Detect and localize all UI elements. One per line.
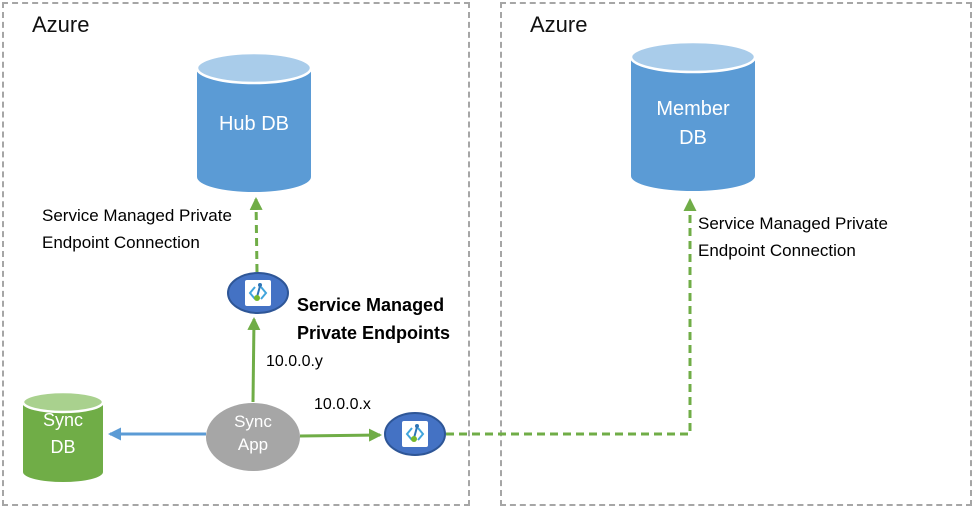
- sync-db-cylinder: [21, 390, 105, 482]
- hub-connection-label-line2: Endpoint Connection: [42, 233, 200, 252]
- arrow-syncapp-to-endpoint-x: [299, 428, 382, 442]
- icon-right-bracket: [417, 427, 425, 441]
- dashed-arrow-endpoint-to-hubdb: [249, 197, 263, 273]
- hub-db-cylinder: [195, 51, 313, 192]
- member-db-cylinder: [629, 40, 757, 191]
- sync-db-body: [23, 402, 103, 482]
- arrow-syncapp-to-endpoint-y: [247, 317, 261, 403]
- endpoints-title-line1: Service Managed: [297, 295, 445, 315]
- dashed-arrow-endpoint-to-memberdb: [446, 198, 697, 436]
- hub-db-body: [197, 68, 311, 192]
- sync-app-ellipse: [206, 403, 300, 471]
- azure-region-right: Azure: [500, 2, 972, 506]
- hub-db-top: [195, 51, 313, 85]
- icon-green-dot: [254, 295, 260, 301]
- member-db-label: Member DB: [631, 95, 755, 153]
- sync-db-top: [21, 390, 105, 414]
- region-title-right: Azure: [530, 12, 588, 37]
- member-db-label-line1: Member: [656, 98, 730, 120]
- hub-connection-label-line1: Service Managed Private: [42, 206, 232, 225]
- private-endpoint-x: [384, 412, 446, 456]
- member-db-top: [629, 40, 757, 74]
- member-connection-label-line2: Endpoint Connection: [698, 241, 856, 260]
- private-endpoint-icon: [248, 283, 268, 301]
- icon-right-bracket: [260, 286, 268, 300]
- private-endpoint-icon: [405, 424, 425, 442]
- sync-db-label-line2: DB: [50, 437, 76, 457]
- hub-db-label: Hub DB: [218, 113, 290, 135]
- icon-left-bracket: [405, 427, 413, 441]
- icon-pin-head: [258, 283, 262, 287]
- endpoints-title-line2: Private Endpoints: [297, 323, 451, 343]
- ip-label-x: 10.0.0.x: [314, 396, 371, 413]
- service-managed-private-endpoints-title: Service Managed Private Endpoints: [297, 291, 450, 347]
- sync-db-label: Sync DB: [23, 407, 103, 461]
- ip-label-y: 10.0.0.y: [266, 353, 323, 370]
- icon-pin-head: [415, 424, 419, 428]
- sync-db-label-line1: Sync: [42, 410, 84, 430]
- sync-app-label: Sync App: [206, 410, 300, 456]
- sync-app-label-line2: App: [237, 435, 269, 454]
- private-endpoint-y: [227, 272, 289, 314]
- region-title-left: Azure: [32, 12, 90, 37]
- member-db-body: [631, 57, 755, 191]
- icon-green-dot: [411, 436, 417, 442]
- member-db-label-line2: DB: [679, 127, 707, 149]
- member-connection-label: Service Managed Private Endpoint Connect…: [698, 210, 888, 264]
- azure-region-left: Azure: [2, 2, 470, 506]
- member-connection-label-line1: Service Managed Private: [698, 214, 888, 233]
- hub-connection-label: Service Managed Private Endpoint Connect…: [42, 202, 232, 256]
- sync-app-label-line1: Sync: [234, 412, 272, 431]
- icon-left-bracket: [248, 286, 256, 300]
